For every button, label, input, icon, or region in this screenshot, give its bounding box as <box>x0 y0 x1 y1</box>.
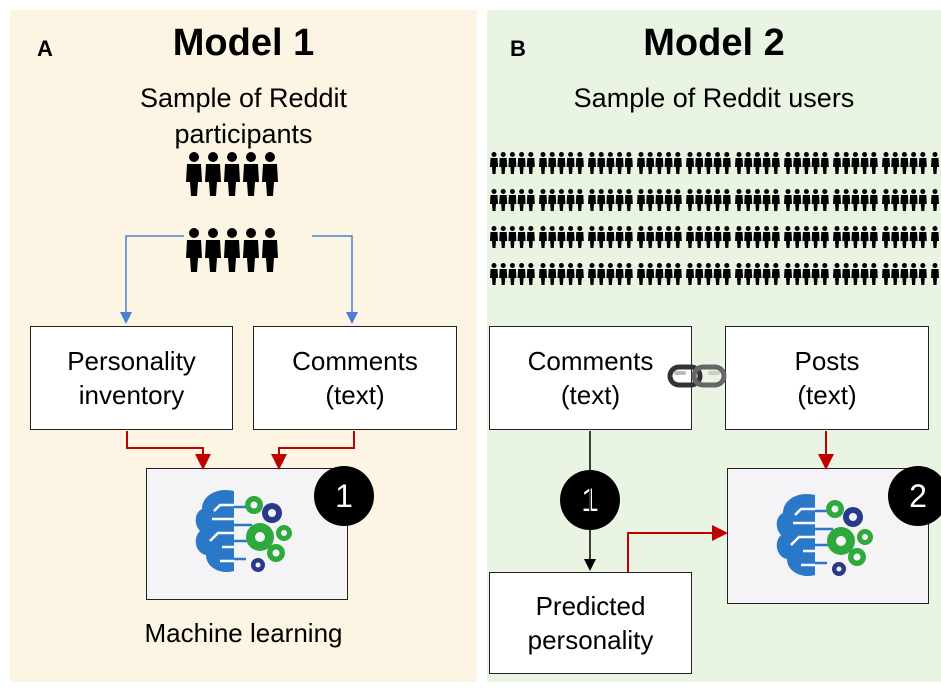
personality-inventory-box: Personality inventory <box>30 326 233 430</box>
panel-a-subtitle: Sample of Reddit participants <box>139 83 348 149</box>
step-badge-a: 1 <box>314 466 374 526</box>
comments-box-a: Comments (text) <box>253 326 457 430</box>
panel-a-letter: A <box>37 36 53 61</box>
machine-learning-caption: Machine learning <box>144 618 343 648</box>
panel-b-subtitle: Sample of Reddit users <box>573 83 855 113</box>
brain-gears-icon-b <box>776 493 873 577</box>
step-badge-b1-label: 1 <box>581 481 599 518</box>
comments-box-b: Comments (text) <box>489 326 692 430</box>
panel-b-letter: B <box>510 36 526 61</box>
predicted-personality-label: Predicted personality <box>527 591 654 655</box>
predicted-personality-box: Predicted personality <box>489 572 692 674</box>
step-badge-a-label: 1 <box>335 477 353 514</box>
comments-label-b: Comments (text) <box>527 346 654 410</box>
comments-label-a: Comments (text) <box>292 346 418 410</box>
step-badge-b2: 2 <box>888 466 941 526</box>
panel-a-title: Model 1 <box>172 22 315 64</box>
brain-gears-icon <box>195 489 292 573</box>
posts-label: Posts (text) <box>794 346 860 410</box>
panel-b-title: Model 2 <box>643 22 785 64</box>
step-badge-b2-label: 2 <box>909 477 927 514</box>
step-badge-b1: 1 <box>560 470 620 530</box>
personality-inventory-label: Personality inventory <box>67 346 196 410</box>
posts-box: Posts (text) <box>725 326 929 430</box>
machine-learning-image-a <box>146 468 348 600</box>
